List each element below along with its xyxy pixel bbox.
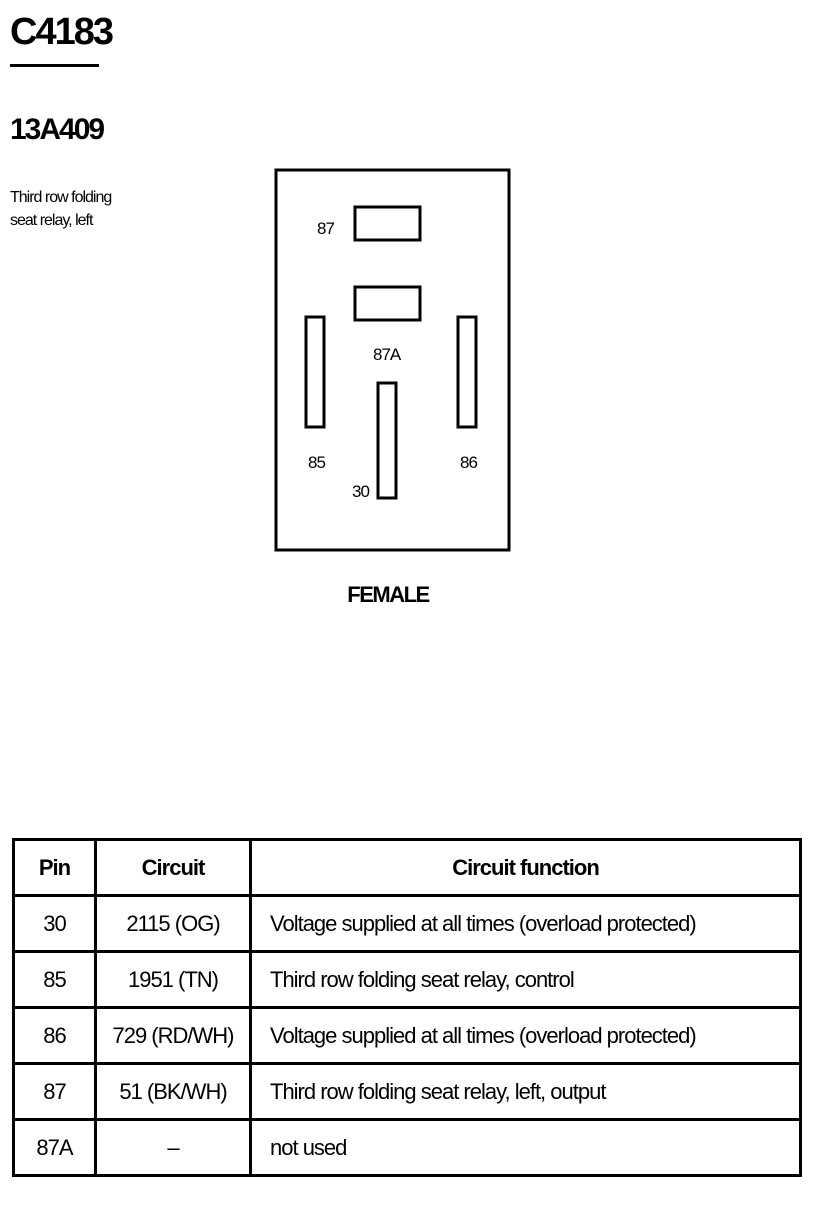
connector-housing [274, 168, 511, 552]
circuit-cell: 51 (BK/WH) [94, 1062, 252, 1121]
circuit-cell: – [94, 1118, 252, 1177]
terminal-30-slot [376, 381, 398, 500]
circuit-cell: 729 (RD/WH) [94, 1006, 252, 1065]
pin-cell: 85 [12, 950, 97, 1009]
function-cell: Voltage supplied at all times (overload … [249, 894, 802, 953]
table-row: 30 2115 (OG) Voltage supplied at all tim… [12, 894, 802, 953]
header-circuit: Circuit [94, 838, 252, 897]
pin-cell: 30 [12, 894, 97, 953]
terminal-86-slot [456, 315, 478, 429]
function-cell: not used [249, 1118, 802, 1177]
pin-cell: 87 [12, 1062, 97, 1121]
description-line: seat relay, left [10, 212, 93, 229]
description-line: Third row folding [10, 189, 112, 206]
terminal-87-label: 87 [317, 219, 334, 238]
terminal-86-label: 86 [460, 453, 477, 472]
part-number: 13A409 [10, 113, 105, 146]
terminal-85-label: 85 [308, 453, 325, 472]
connector-id: C4183 [10, 11, 114, 53]
terminal-87a-slot [353, 285, 422, 322]
circuit-cell: 2115 (OG) [94, 894, 252, 953]
table-row: 87 51 (BK/WH) Third row folding seat rel… [12, 1062, 802, 1121]
circuit-cell: 1951 (TN) [94, 950, 252, 1009]
table-header-row: Pin Circuit Circuit function [12, 838, 802, 897]
header-pin: Pin [12, 838, 97, 897]
table-row: 85 1951 (TN) Third row folding seat rela… [12, 950, 802, 1009]
function-cell: Third row folding seat relay, left, outp… [249, 1062, 802, 1121]
connector-description: Third row folding seat relay, left [10, 186, 160, 232]
pin-cell: 86 [12, 1006, 97, 1065]
terminal-85-slot [304, 315, 326, 429]
table-row: 86 729 (RD/WH) Voltage supplied at all t… [12, 1006, 802, 1065]
view-label: FEMALE [347, 582, 430, 607]
table-row: 87A – not used [12, 1118, 802, 1177]
terminal-30-label: 30 [352, 482, 369, 501]
connector-face-diagram: 87 87A 85 86 30 [274, 168, 511, 552]
pin-cell: 87A [12, 1118, 97, 1177]
terminal-87a-label: 87A [373, 345, 402, 364]
function-cell: Third row folding seat relay, control [249, 950, 802, 1009]
header-circuit-function: Circuit function [249, 838, 802, 897]
function-cell: Voltage supplied at all times (overload … [249, 1006, 802, 1065]
terminal-87-slot [353, 205, 422, 242]
title-underline [10, 64, 99, 67]
pinout-table: Pin Circuit Circuit function 30 2115 (OG… [12, 838, 802, 1177]
